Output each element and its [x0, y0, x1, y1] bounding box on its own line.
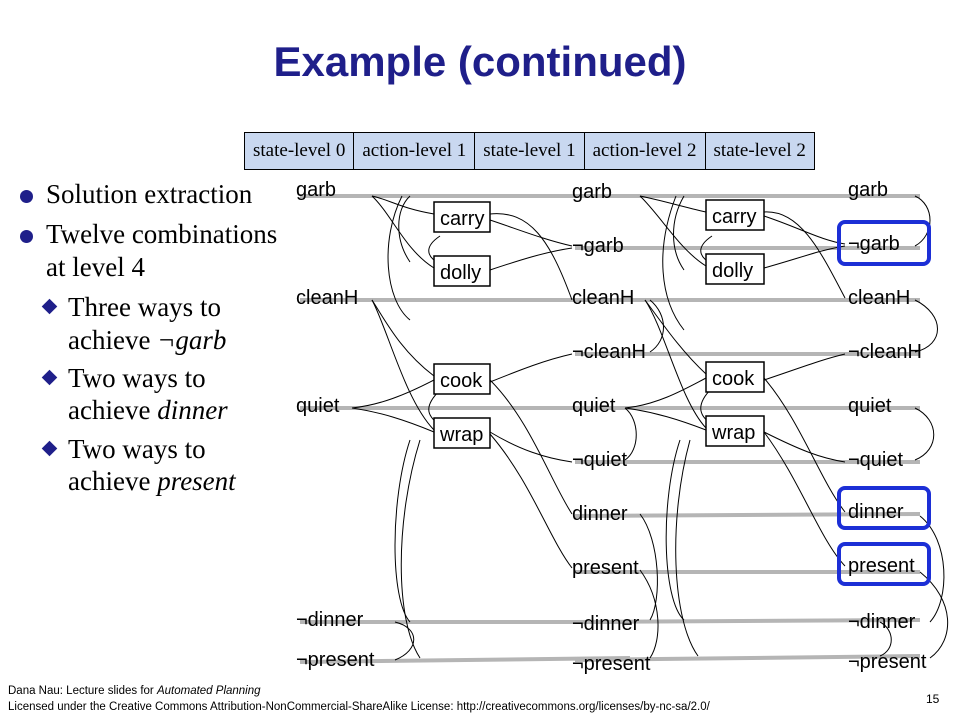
- prop-label: ¬present: [296, 649, 375, 671]
- bullet-list: Solution extraction Twelve combinations …: [20, 178, 290, 504]
- bullet-text: Solution extraction: [46, 179, 253, 209]
- page-number: 15: [926, 692, 940, 706]
- subbullet-text: Two ways to achieve: [68, 362, 206, 426]
- action-label: wrap: [439, 424, 483, 446]
- noop-bars-level2: [574, 194, 921, 662]
- action-label: dolly: [712, 260, 753, 282]
- edges: [351, 195, 949, 661]
- slide-footer: Dana Nau: Lecture slides for Automated P…: [8, 684, 710, 715]
- action-label: carry: [440, 208, 484, 230]
- prop-label: dinner: [572, 503, 628, 525]
- action-label: dolly: [440, 262, 481, 284]
- state-level-1-props: garb ¬garb cleanH ¬cleanH quiet ¬quiet d…: [572, 181, 651, 675]
- subbullet-text: Two ways to achieve: [68, 433, 206, 497]
- prop-label: ¬quiet: [572, 449, 627, 471]
- prop-label: ¬dinner: [572, 613, 640, 635]
- prop-label: ¬dinner: [296, 609, 364, 631]
- prop-label: ¬garb: [848, 233, 900, 255]
- action-label: cook: [440, 370, 483, 392]
- prop-label: quiet: [296, 395, 340, 417]
- state-level-0-props: garb cleanH quiet ¬dinner ¬present: [296, 179, 375, 671]
- level-header-action-1: action-level 1: [354, 133, 476, 169]
- prop-label: ¬quiet: [848, 449, 903, 471]
- prop-label: cleanH: [848, 287, 910, 309]
- prop-label: present: [572, 557, 639, 579]
- subbullet-emphasis: dinner: [157, 395, 228, 426]
- bullet-solution-extraction: Solution extraction: [20, 178, 290, 210]
- prop-label: ¬garb: [572, 235, 624, 257]
- goal-highlights: [837, 220, 931, 586]
- prop-label: cleanH: [296, 287, 358, 309]
- prop-label: cleanH: [572, 287, 634, 309]
- footer-text: Dana Nau: Lecture slides for: [8, 685, 157, 697]
- highlight-present: [837, 542, 931, 586]
- prop-label: ¬present: [572, 653, 651, 675]
- prop-label: ¬cleanH: [572, 341, 646, 363]
- subbullet-dinner: Two ways to achieve dinner: [20, 362, 290, 427]
- action-label: cook: [712, 368, 755, 390]
- highlight-dinner: [837, 486, 931, 530]
- subbullet-text: Three ways to achieve: [68, 292, 221, 355]
- footer-license: Licensed under the Creative Commons Attr…: [8, 700, 710, 713]
- prop-label: quiet: [848, 395, 892, 417]
- bullet-text: Twelve combinations at level 4: [46, 219, 278, 282]
- prop-label: garb: [848, 179, 888, 201]
- state-level-2-props: garb ¬garb cleanH ¬cleanH quiet ¬quiet d…: [848, 179, 927, 673]
- subbullet-emphasis: ¬garb: [157, 324, 227, 355]
- footer-book-title: Automated Planning: [156, 685, 261, 697]
- action-label: carry: [712, 206, 756, 228]
- level-header-bar: state-level 0 action-level 1 state-level…: [244, 132, 815, 170]
- level-header-state-2: state-level 2: [713, 140, 806, 161]
- subbullet-garb: Three ways to achieve ¬garb: [20, 291, 290, 356]
- prop-label: quiet: [572, 395, 616, 417]
- highlight-not-garb: [837, 220, 931, 266]
- prop-label: garb: [296, 179, 336, 201]
- action-label: wrap: [711, 422, 755, 444]
- footer-line-1: Dana Nau: Lecture slides for Automated P…: [8, 684, 710, 700]
- bullet-dot-icon: [20, 190, 33, 203]
- level-header-state-0: state-level 0: [245, 133, 355, 169]
- level-header-action-2: action-level 2: [585, 133, 706, 169]
- bullet-dot-icon: [20, 230, 33, 244]
- action-level-1: carry dolly cook wrap: [433, 201, 491, 449]
- prop-label: ¬dinner: [848, 611, 916, 633]
- subbullet-emphasis: present: [157, 466, 236, 497]
- subbullet-present: Two ways to achieve present: [20, 433, 290, 498]
- prop-label: ¬present: [848, 651, 927, 673]
- slide-title: Example (continued): [273, 38, 687, 85]
- level-header-state-1: state-level 1: [475, 133, 585, 169]
- action-level-2: carry dolly cook wrap: [705, 199, 765, 447]
- bullet-twelve-combinations: Twelve combinations at level 4: [20, 218, 290, 283]
- prop-label: ¬cleanH: [848, 341, 922, 363]
- prop-label: garb: [572, 181, 612, 203]
- prop-label: dinner: [848, 501, 904, 523]
- prop-label: present: [848, 555, 915, 577]
